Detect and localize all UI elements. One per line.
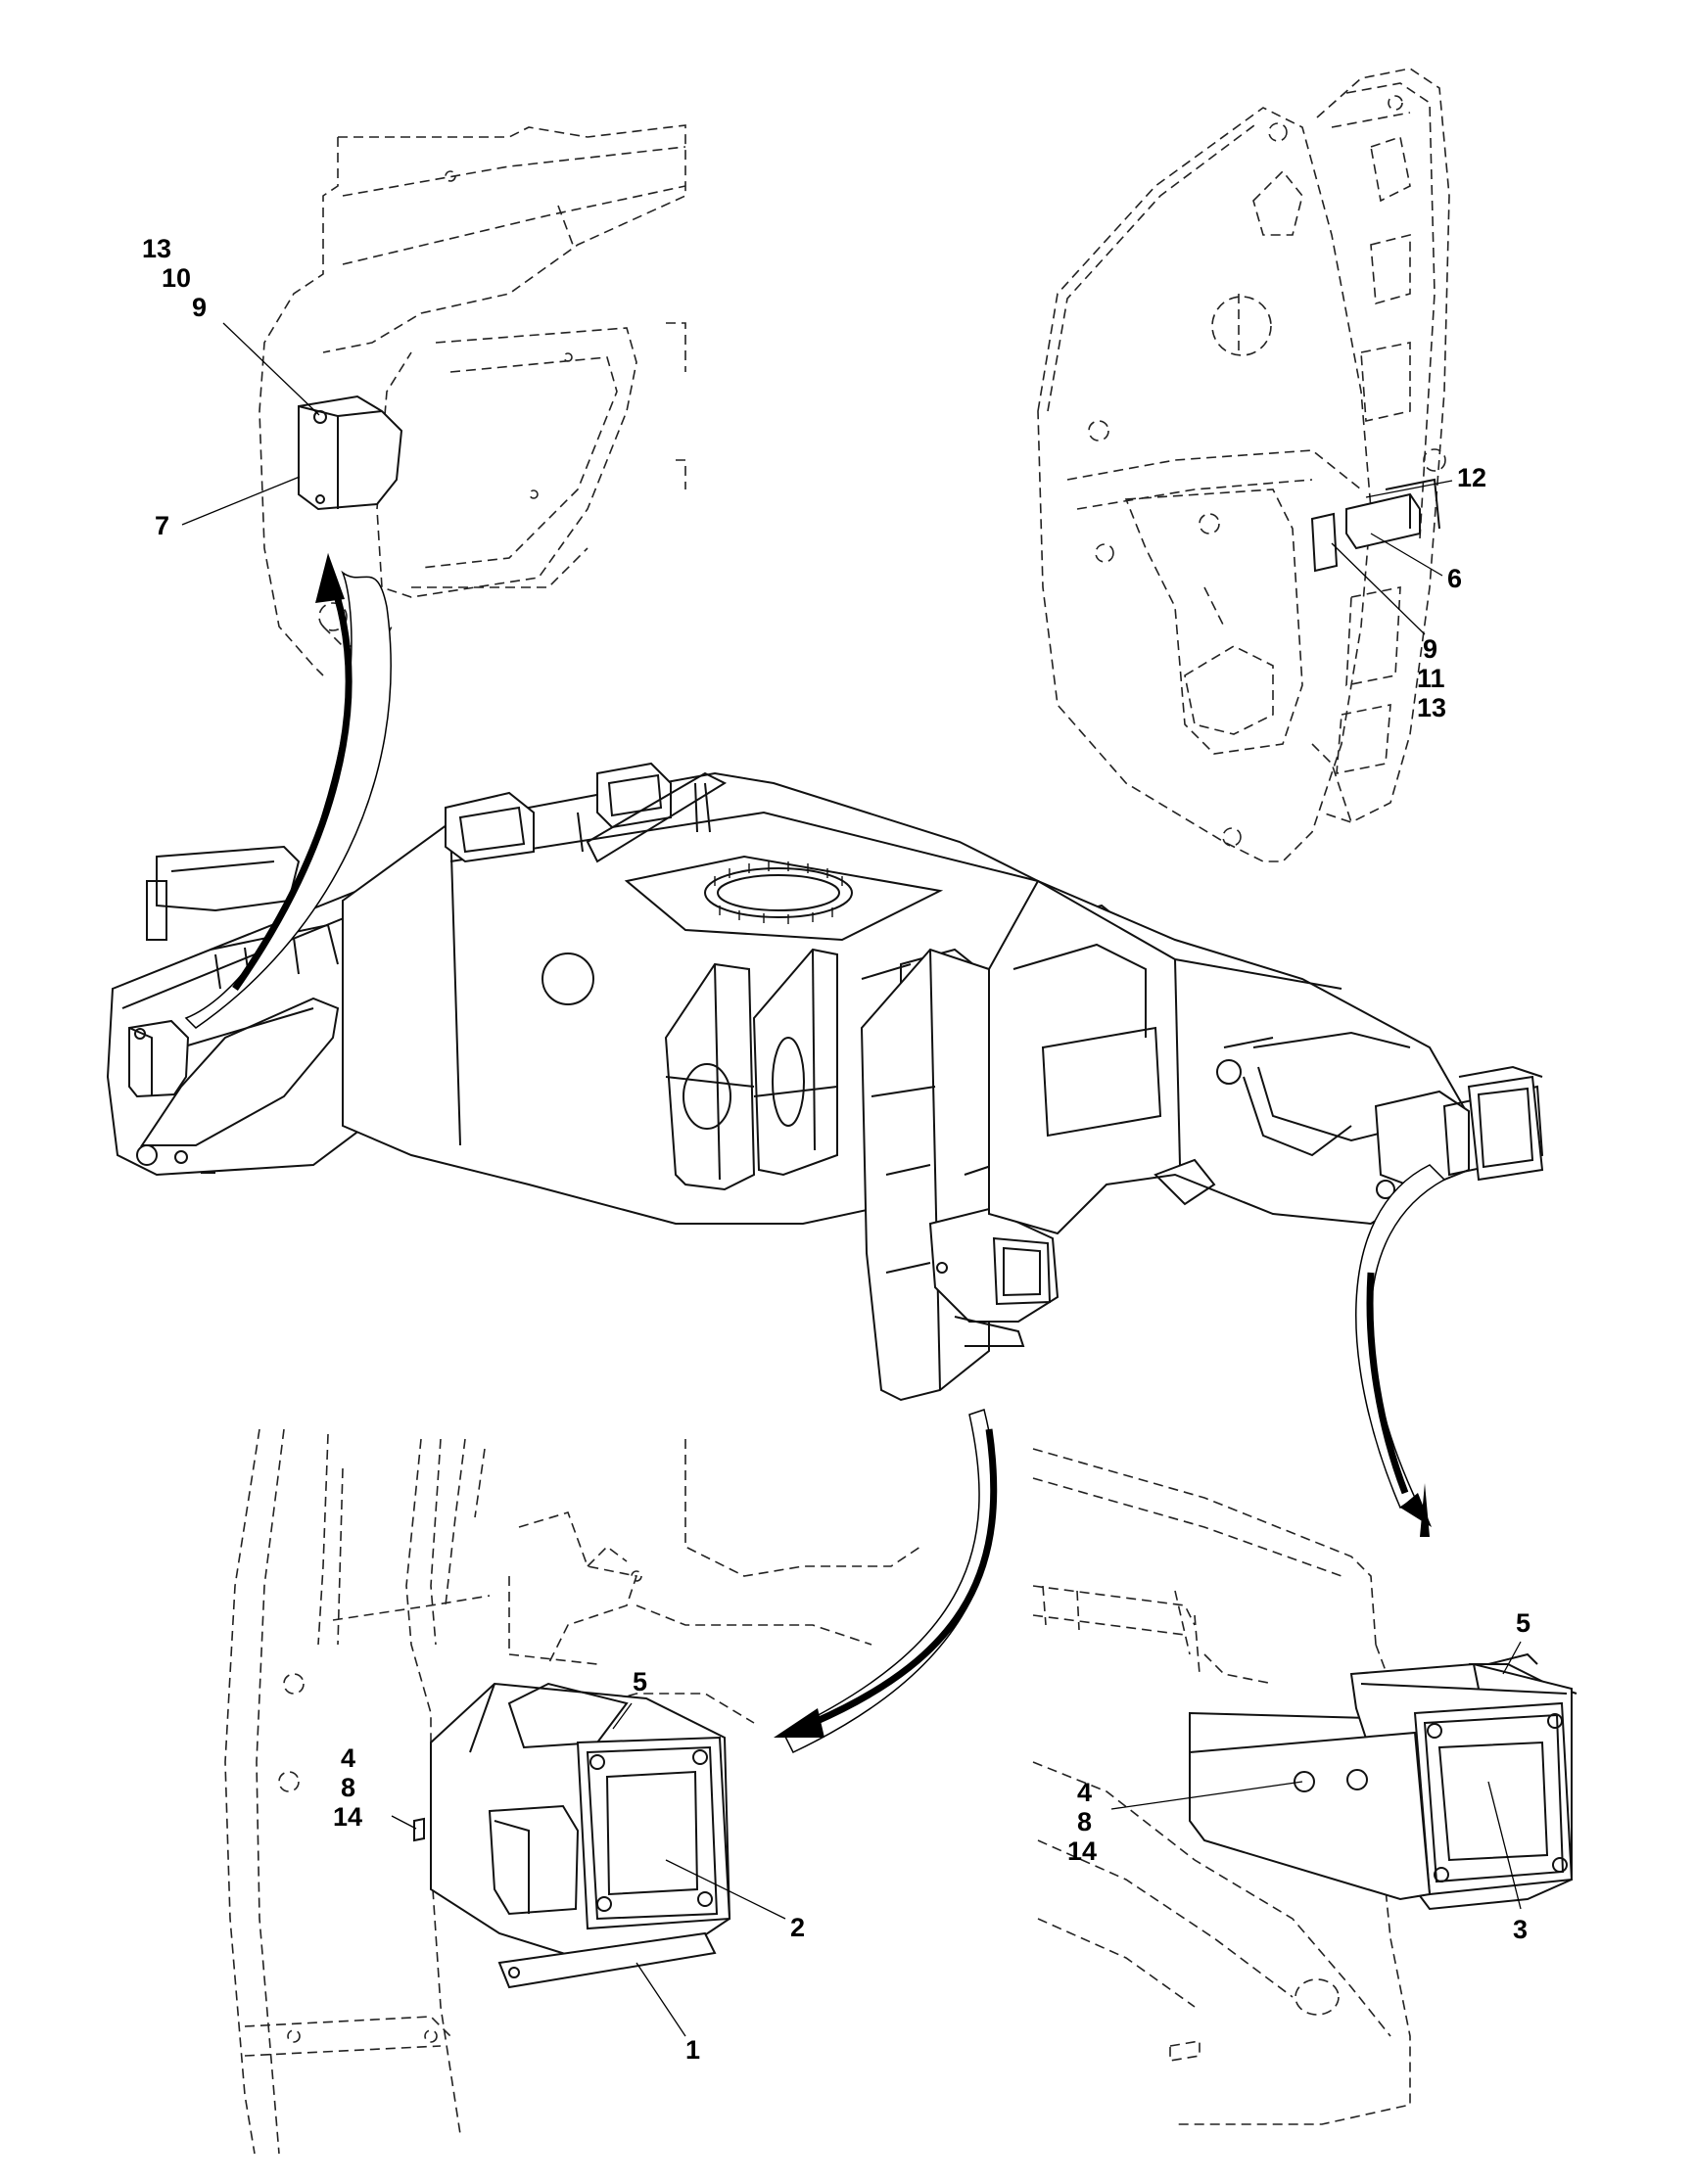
callouts-top-left: 13 10 9 7 <box>142 234 207 540</box>
camera-mount-assembly-left <box>413 1682 731 1989</box>
detail-view-top-left <box>259 124 686 676</box>
callout-4: 4 <box>1077 1778 1092 1807</box>
callout-3: 3 <box>1513 1915 1528 1944</box>
callouts-bottom-right: 5 4 8 14 3 <box>1067 1608 1530 1944</box>
callout-7: 7 <box>155 511 169 540</box>
callout-14: 14 <box>333 1802 362 1832</box>
callout-5: 5 <box>1516 1608 1530 1638</box>
arrow-to-top-left-detail <box>184 553 392 1029</box>
callout-13: 13 <box>1417 693 1446 722</box>
leader-lines <box>181 322 1522 2037</box>
bumper-block-part-7 <box>298 395 403 511</box>
callout-10: 10 <box>162 263 191 293</box>
callouts-top-right: 12 6 9 11 13 <box>1417 463 1486 722</box>
callout-14: 14 <box>1067 1836 1097 1866</box>
detail-view-bottom-left <box>224 1428 921 2155</box>
callout-12: 12 <box>1457 463 1486 492</box>
detail-view-top-right <box>1037 68 1450 862</box>
callout-8: 8 <box>341 1773 355 1802</box>
arrow-to-bottom-left-detail <box>774 1409 998 1753</box>
callout-13: 13 <box>142 234 171 263</box>
callout-5: 5 <box>633 1667 647 1696</box>
callouts-bottom-left: 4 8 14 5 2 1 <box>333 1667 805 2065</box>
callout-8: 8 <box>1077 1807 1092 1836</box>
callout-11: 11 <box>1417 664 1445 693</box>
arrow-to-bottom-right-detail <box>1355 1164 1446 1537</box>
camera-mount-assembly-right <box>1189 1652 1577 1911</box>
detail-view-bottom-right <box>1032 1448 1577 2125</box>
callout-9: 9 <box>192 293 207 322</box>
callout-9: 9 <box>1423 634 1437 664</box>
main-chassis-frame <box>106 762 1544 1402</box>
pin-part-6 <box>1310 478 1440 573</box>
callout-2: 2 <box>790 1913 805 1942</box>
callout-4: 4 <box>341 1743 355 1773</box>
callout-6: 6 <box>1447 564 1462 593</box>
callout-1: 1 <box>685 2035 700 2065</box>
